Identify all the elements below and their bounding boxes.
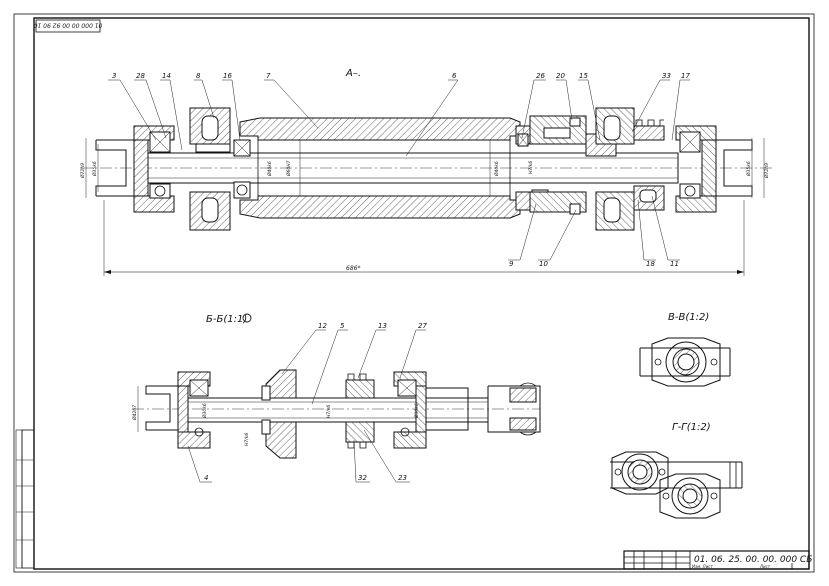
dim-b-fit-mid: H7/k6 [326, 405, 332, 418]
dim-bore-right: Ø40k6 [493, 161, 500, 177]
pos-b-23: 23 [398, 474, 407, 482]
pos-7: 7 [266, 72, 271, 80]
pos-b-32: 32 [358, 474, 367, 482]
rotated-stamp-code: 01 000 00 00 92 90 10 [33, 22, 102, 29]
section-b-dims: Ø42h7 Ø30k6 H7/k6 H7/k6 Ø30k6 [131, 386, 420, 446]
overall-length-dim: 686* [346, 265, 360, 272]
view-a-leaders-top [108, 79, 690, 261]
section-b-title: Б-Б(1:1) [206, 314, 247, 325]
pos-b-12: 12 [318, 322, 327, 330]
dim-b-outer: Ø42h7 [131, 405, 138, 421]
section-g-view: Г-Г(1:2) [610, 422, 743, 519]
dim-right-outer: Ø72h9 [763, 163, 770, 179]
pos-b-5: 5 [340, 322, 345, 330]
section-b-leaders [187, 329, 426, 483]
pos-11: 11 [670, 260, 679, 268]
pos-18: 18 [646, 260, 655, 268]
pos-28: 28 [136, 72, 145, 80]
inner-frame [33, 17, 810, 570]
view-a-assembly: A–. [79, 68, 775, 276]
section-b-assembly: Б-Б(1:1) [131, 313, 541, 483]
rotated-stamp-box: 01 000 00 00 92 90 10 [33, 19, 102, 33]
pos-17: 17 [681, 72, 690, 80]
titleblock-small-1: Изм. Лист [692, 564, 713, 569]
outer-frame [13, 13, 815, 573]
section-g-title: Г-Г(1:2) [672, 422, 711, 433]
section-v-view: В-В(1:2) [639, 312, 731, 387]
pos-14: 14 [162, 72, 171, 80]
pos-9: 9 [509, 260, 514, 268]
view-a-position-numbers: 3 28 14 8 16 7 6 26 20 15 33 17 9 10 18 … [112, 72, 690, 268]
pos-3: 3 [112, 72, 116, 80]
view-a-title: A–. [345, 68, 361, 79]
pos-b-27: 27 [418, 322, 427, 330]
pos-33: 33 [662, 72, 671, 80]
pos-8: 8 [196, 72, 201, 80]
dim-b-bearing-left: Ø30k6 [201, 403, 208, 419]
dim-right-inner: Ø35k6 [745, 161, 752, 177]
dim-left-inner: Ø35k6 [91, 161, 98, 177]
pos-b-4: 4 [204, 474, 208, 482]
pos-6: 6 [452, 72, 457, 80]
pos-10: 10 [539, 260, 548, 268]
titleblock-small-2: Лист [759, 564, 771, 569]
dim-b-bearing-right: Ø30k6 [413, 403, 420, 419]
section-v-title: В-В(1:2) [668, 312, 709, 323]
pos-26: 26 [536, 72, 545, 80]
rotation-symbol [242, 313, 252, 323]
section-b-position-numbers: 12 5 13 27 4 32 23 [204, 322, 427, 482]
pos-15: 15 [579, 72, 588, 80]
left-margin-stamp [15, 429, 35, 569]
dim-b-fit-left: H7/k6 [244, 433, 250, 446]
pos-16: 16 [223, 72, 232, 80]
titleblock-code: 01. 06. 25. 00. 00. 000 СБ [694, 555, 812, 565]
dim-fit-right: H7/k6 [528, 161, 534, 174]
pos-b-13: 13 [378, 322, 387, 330]
view-a-diameter-dims: Ø72h9 Ø35k6 Ø40k6 Ø60H7 Ø40k6 H7/k6 Ø35k… [79, 138, 770, 198]
pos-20: 20 [556, 72, 565, 80]
dim-bore-mid: Ø60H7 [285, 160, 292, 177]
dim-bore-left: Ø40k6 [266, 161, 273, 177]
dim-left-outer: Ø72h9 [79, 163, 86, 179]
title-block: 01. 06. 25. 00. 00. 000 СБ Изм. Лист Лис… [623, 550, 812, 570]
